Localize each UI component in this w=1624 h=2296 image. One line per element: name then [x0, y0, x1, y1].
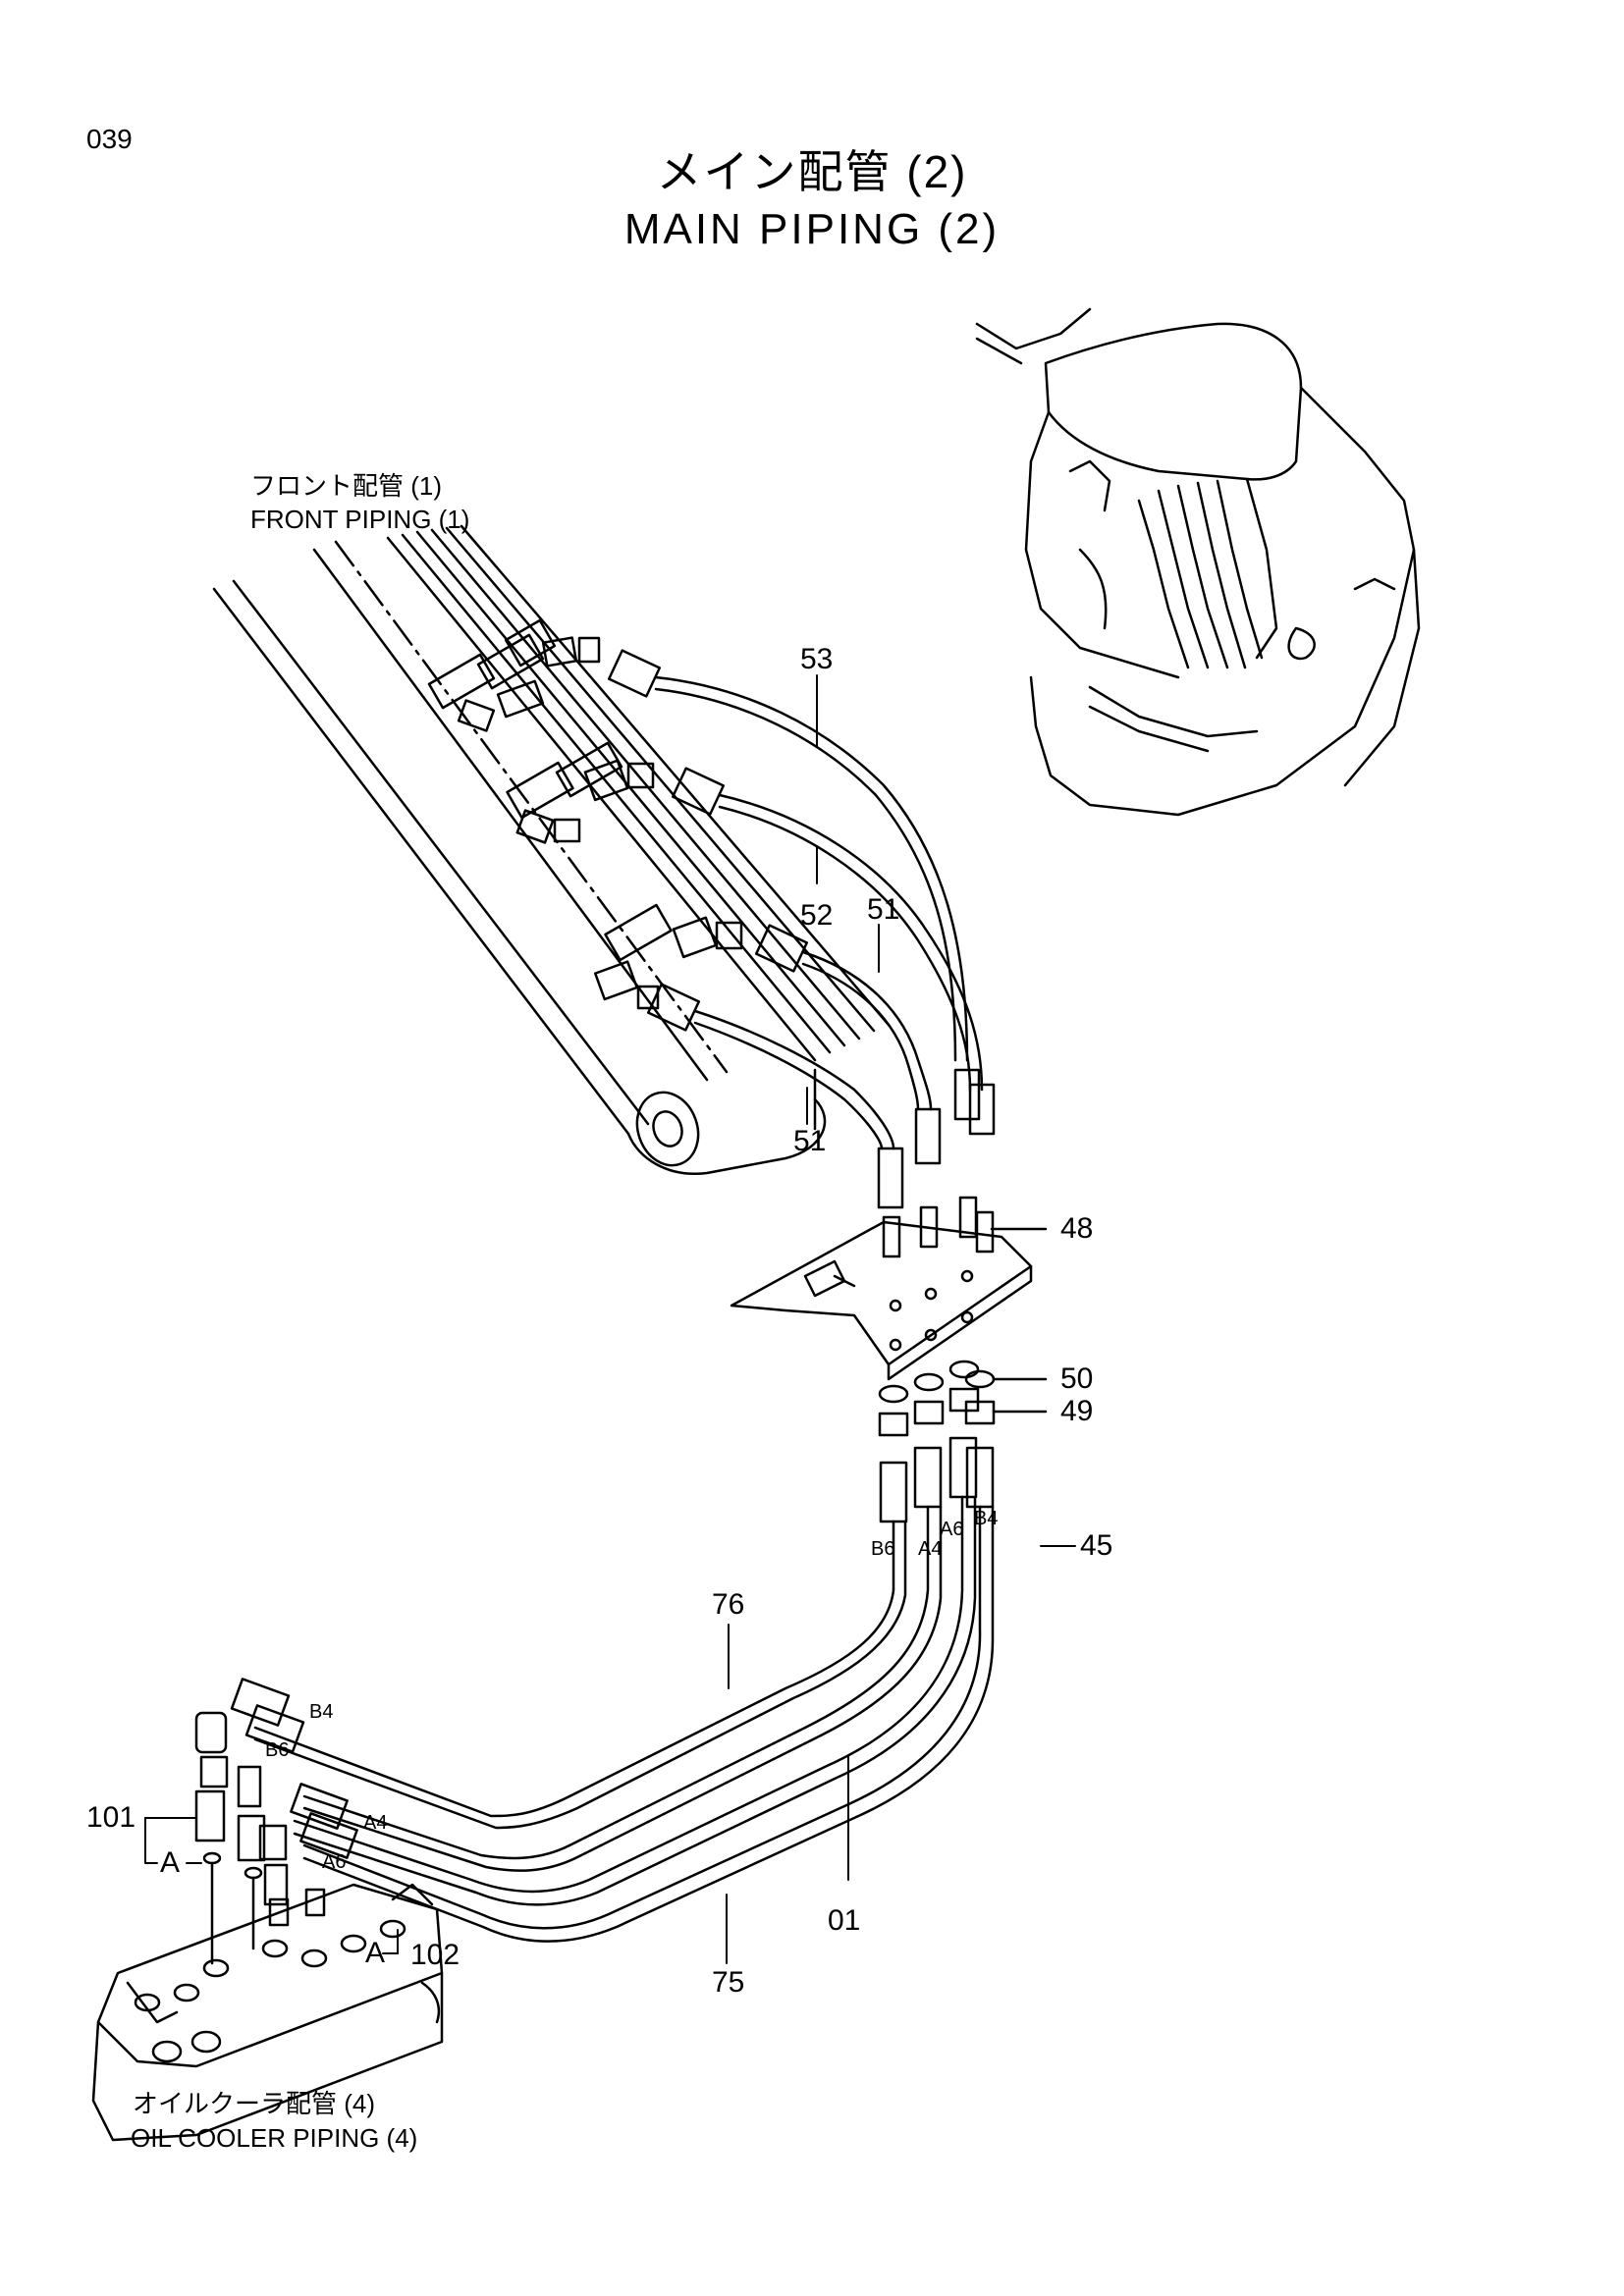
page-title-japanese: メイン配管 (2): [656, 146, 968, 197]
port-label-a6-top: A6: [940, 1519, 964, 1540]
boom-fittings: [427, 618, 743, 1010]
port-label-a6-bottom: A6: [322, 1851, 347, 1873]
leader-lines: [144, 674, 1076, 1964]
port-label-b4-top: B4: [974, 1508, 999, 1529]
front-piping-ref-jp: フロント配管 (1): [250, 471, 443, 501]
mounting-bracket: [730, 1220, 1033, 1381]
detail-a-marker-left: A: [160, 1846, 181, 1879]
callout-51-top: 51: [867, 893, 900, 926]
callout-51-bottom: 51: [793, 1125, 827, 1157]
callout-101: 101: [86, 1801, 136, 1834]
washers-nuts: [878, 1360, 1048, 1437]
port-label-b6-bottom: B6: [265, 1739, 290, 1761]
port-label-a4-top: A4: [918, 1538, 943, 1560]
boom-illustration: [212, 524, 891, 1176]
callout-50: 50: [1060, 1362, 1094, 1395]
oil-cooler-ref-en: OIL COOLER PIPING (4): [131, 2123, 418, 2153]
port-label-b4-bottom: B4: [309, 1701, 334, 1723]
front-piping-ref-en: FRONT PIPING (1): [250, 505, 470, 534]
callout-48: 48: [1060, 1212, 1094, 1245]
page-number: 039: [86, 124, 133, 154]
callout-102: 102: [410, 1939, 460, 1971]
callout-75: 75: [712, 1966, 745, 1999]
page-title-english: MAIN PIPING (2): [623, 205, 1001, 253]
port-label-b6-top: B6: [871, 1538, 895, 1560]
swivel-fittings: [877, 1068, 1048, 1258]
upper-hoses: [654, 675, 984, 1150]
callout-45: 45: [1080, 1529, 1113, 1562]
control-valve-illustration: [91, 1678, 444, 2142]
machine-body-illustration: [975, 307, 1421, 817]
port-label-a4-bottom: A4: [363, 1812, 388, 1834]
callout-76: 76: [712, 1588, 745, 1621]
callout-53: 53: [800, 643, 834, 675]
lower-hoses: [253, 1495, 995, 1943]
detail-a-marker-right: A: [365, 1937, 386, 1969]
hose-end-fittings-upper: [607, 649, 809, 1032]
oil-cooler-ref-jp: オイルクーラ配管 (4): [133, 2089, 376, 2118]
callout-49: 49: [1060, 1395, 1094, 1427]
callout-52: 52: [800, 899, 834, 932]
callout-01: 01: [828, 1904, 861, 1937]
